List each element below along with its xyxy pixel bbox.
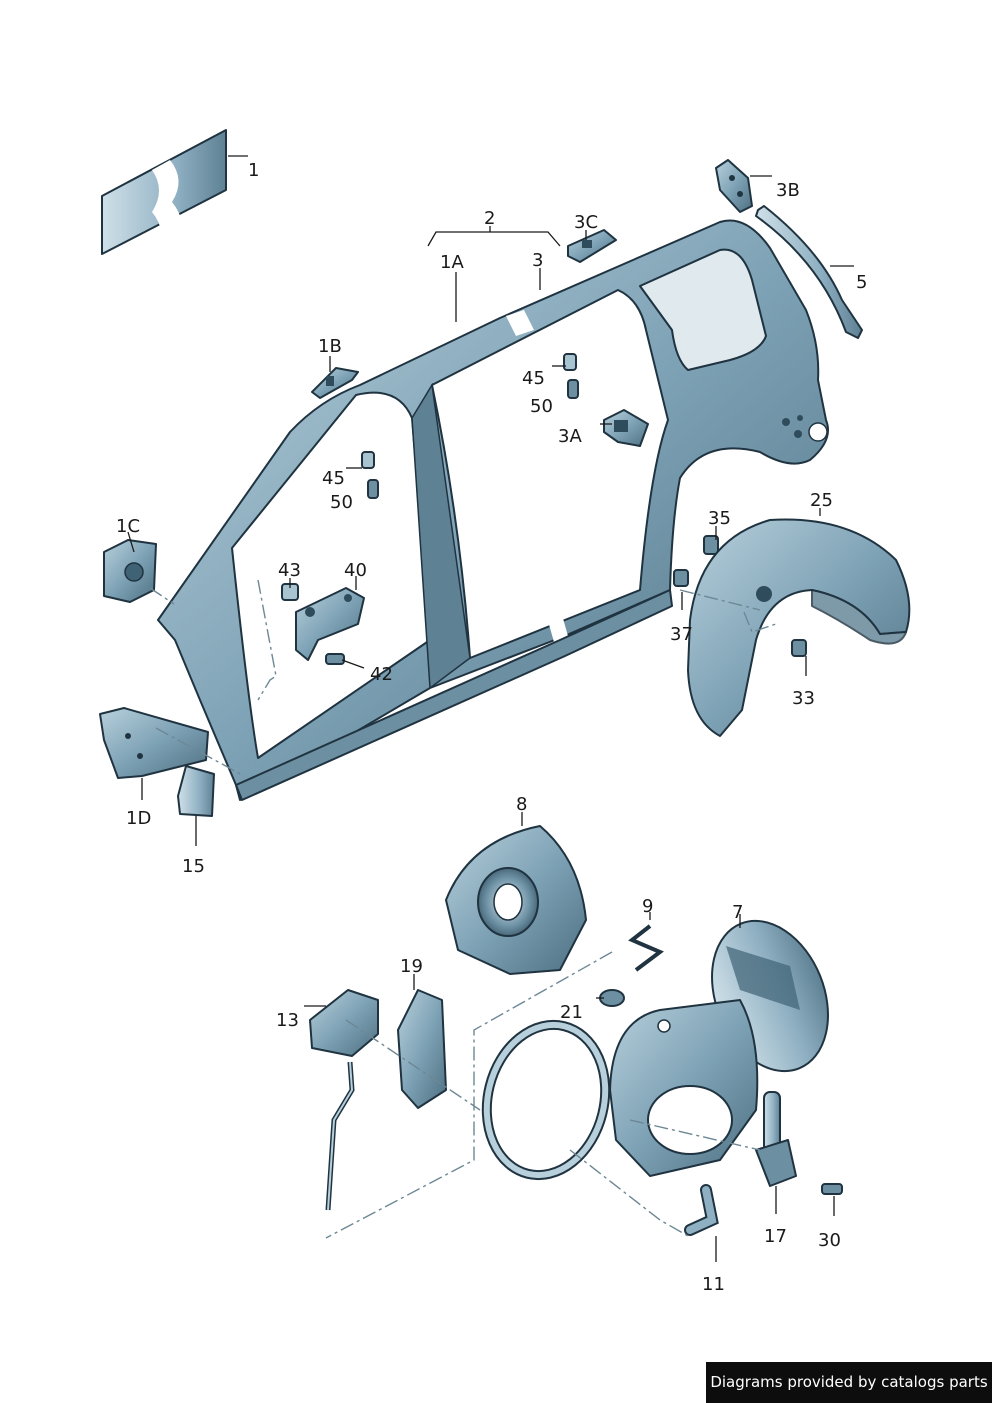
callout-1: 1: [248, 160, 259, 181]
part-40-bracket: [295, 587, 365, 661]
callout-9: 9: [642, 896, 653, 917]
filler-seal-ring: [481, 1019, 611, 1181]
callout-3: 3: [532, 250, 543, 271]
part-13-actuator: [309, 989, 379, 1211]
callout-11: 11: [702, 1274, 725, 1295]
callout-7: 7: [732, 902, 743, 923]
callout-40: 40: [344, 560, 367, 581]
part-3A-bracket: [603, 409, 649, 447]
part-1C-bracket: [103, 539, 157, 603]
callout-2: 2: [484, 208, 495, 229]
callout-3A: 3A: [558, 426, 582, 447]
part-1D-bracket: [99, 707, 209, 779]
part-30-screw: [821, 1183, 843, 1195]
part-5-strip: [755, 205, 863, 339]
callout-50-lower: 50: [330, 492, 353, 513]
callout-35: 35: [708, 508, 731, 529]
part-3B-bracket: [715, 159, 753, 213]
callout-17: 17: [764, 1226, 787, 1247]
filler-neck-housing: [609, 999, 759, 1177]
part-1B-bracket: [311, 367, 359, 399]
callout-5: 5: [856, 272, 867, 293]
footer-credit: Diagrams provided by catalogs parts: [706, 1362, 992, 1403]
callout-19: 19: [400, 956, 423, 977]
callout-1D: 1D: [126, 808, 151, 829]
part-19-bracket: [397, 989, 447, 1109]
part-3C-bracket: [567, 229, 617, 263]
callout-1B: 1B: [318, 336, 342, 357]
callout-8: 8: [516, 794, 527, 815]
callout-45-upper: 45: [522, 368, 545, 389]
part-1A-side-panel: [157, 219, 829, 801]
assembly-dash-lines: [149, 579, 777, 1239]
callout-42: 42: [370, 664, 393, 685]
callout-3C: 3C: [574, 212, 598, 233]
callout-50-upper: 50: [530, 396, 553, 417]
callout-43: 43: [278, 560, 301, 581]
callout-3B: 3B: [776, 180, 800, 201]
callout-25: 25: [810, 490, 833, 511]
leader-lines: [127, 155, 854, 1262]
part-8-filler-housing: [445, 825, 587, 975]
callout-15: 15: [182, 856, 205, 877]
fasteners-small: [281, 353, 807, 665]
callout-13: 13: [276, 1010, 299, 1031]
part-15-plate: [177, 765, 215, 817]
callout-30: 30: [818, 1230, 841, 1251]
part-9-spring: [628, 924, 664, 972]
callout-33: 33: [792, 688, 815, 709]
part-17-pin: [755, 1091, 797, 1187]
part-1-sheet: [101, 129, 227, 255]
callout-1A: 1A: [440, 252, 464, 273]
callout-1C: 1C: [116, 516, 140, 537]
part-25-wheelhouse-liner: [687, 518, 911, 737]
callout-45-lower: 45: [322, 468, 345, 489]
callout-21: 21: [560, 1002, 583, 1023]
callout-37: 37: [670, 624, 693, 645]
callout-labels: 1 2 1A 3 3C 3B 5 1B 45 50 3A 45 50 1C 43…: [116, 160, 867, 1295]
